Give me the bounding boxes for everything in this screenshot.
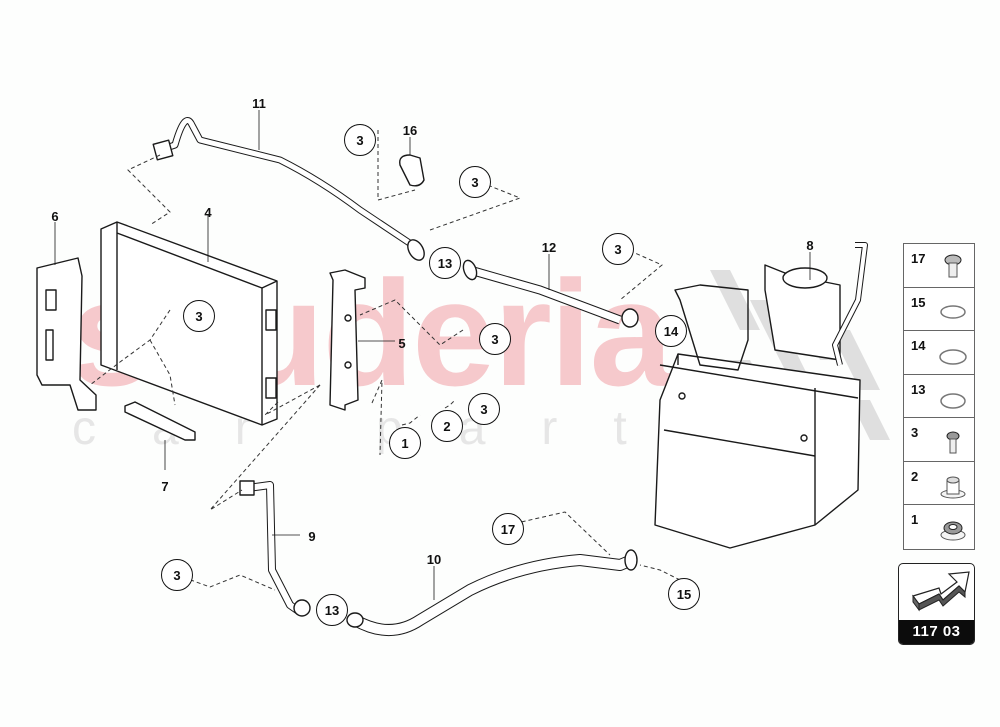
callout-3[interactable]: 3 — [479, 323, 511, 355]
legend-row-17[interactable]: 17 — [904, 244, 974, 288]
legend-row-15[interactable]: 15 — [904, 288, 974, 331]
callout-17[interactable]: 17 — [492, 513, 524, 545]
part-label-7[interactable]: 7 — [161, 479, 169, 494]
callout-15[interactable]: 15 — [668, 578, 700, 610]
small-parts-legend: 17 15 14 13 3 — [903, 243, 975, 550]
callout-3[interactable]: 3 — [468, 393, 500, 425]
legend-number: 14 — [911, 338, 926, 353]
legend-row-13[interactable]: 13 — [904, 375, 974, 418]
seal-ring-icon — [939, 349, 967, 365]
bracket-part-6 — [36, 222, 97, 411]
callout-3[interactable]: 3 — [459, 166, 491, 198]
bracket-part-7 — [124, 401, 196, 470]
next-group-button[interactable]: 117 03 — [898, 563, 975, 645]
legend-row-2[interactable]: 2 — [904, 462, 974, 505]
part-label-16[interactable]: 16 — [402, 123, 418, 138]
seal-ring-icon — [940, 392, 966, 409]
legend-row-3[interactable]: 3 — [904, 418, 974, 462]
part-label-8[interactable]: 8 — [806, 238, 814, 253]
part-label-12[interactable]: 12 — [541, 240, 557, 255]
legend-number: 2 — [911, 468, 919, 484]
screw-icon — [946, 431, 960, 454]
legend-row-1[interactable]: 1 — [904, 505, 974, 549]
seal-ring-icon — [940, 304, 966, 319]
part-label-11[interactable]: 11 — [252, 96, 266, 111]
page-reference: 117 03 — [899, 620, 974, 644]
callout-14[interactable]: 14 — [655, 315, 687, 347]
arrow-next-icon — [912, 571, 970, 612]
legend-number: 13 — [911, 381, 926, 397]
pipe-part-10 — [346, 549, 638, 636]
pipe-part-11 — [152, 110, 425, 261]
callout-3[interactable]: 3 — [183, 300, 215, 332]
callout-13[interactable]: 13 — [429, 247, 461, 279]
part-label-9[interactable]: 9 — [308, 529, 316, 544]
clip-part-16 — [399, 137, 425, 187]
dashed-leaders — [89, 130, 681, 591]
part-label-10[interactable]: 10 — [426, 552, 442, 567]
callout-2[interactable]: 2 — [431, 410, 463, 442]
callout-3[interactable]: 3 — [602, 233, 634, 265]
callout-13[interactable]: 13 — [316, 594, 348, 626]
part-label-4[interactable]: 4 — [204, 205, 212, 220]
part-label-5[interactable]: 5 — [398, 336, 406, 351]
nut-washer-icon — [940, 521, 966, 541]
legend-row-14[interactable]: 14 — [904, 331, 974, 375]
legend-number: 1 — [911, 512, 919, 527]
callout-1[interactable]: 1 — [389, 427, 421, 459]
legend-number: 17 — [911, 251, 926, 266]
pipe-part-9 — [239, 480, 311, 617]
pipe-part-12 — [462, 254, 639, 328]
legend-number: 15 — [911, 294, 926, 310]
oil-tank-part-8 — [654, 242, 868, 549]
legend-number: 3 — [911, 425, 919, 440]
part-label-6[interactable]: 6 — [51, 209, 59, 224]
spacer-sleeve-icon — [940, 476, 966, 498]
callout-3[interactable]: 3 — [161, 559, 193, 591]
bracket-part-5 — [329, 269, 395, 411]
flange-bolt-icon — [944, 254, 962, 278]
callout-3[interactable]: 3 — [344, 124, 376, 156]
